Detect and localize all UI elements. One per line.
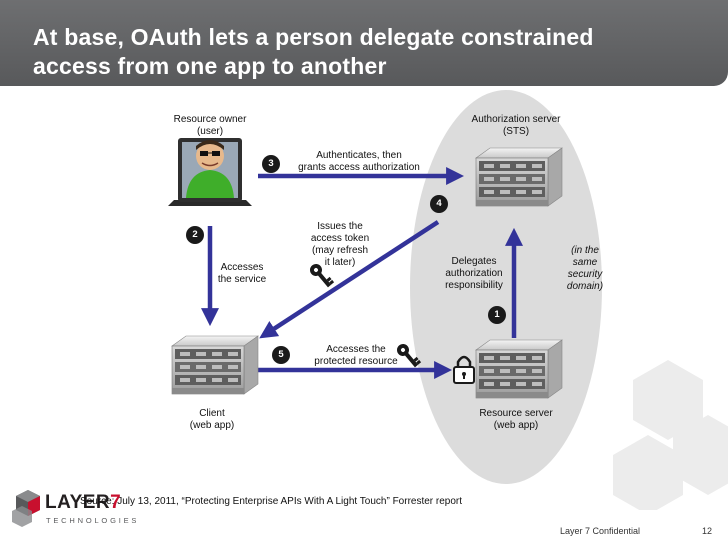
security-domain-note: (in the same security domain) [556, 245, 614, 293]
key-icon-token [310, 264, 335, 288]
step-4-text-line2: access token [310, 233, 370, 244]
domain-note-line3: security [567, 269, 603, 280]
logo-tagline: TECHNOLOGIES [46, 516, 140, 525]
padlock-icon [453, 355, 475, 384]
step-1-text-line3: responsibility [445, 280, 503, 291]
step-3-text-line2: grants access authorization [298, 162, 420, 173]
client-title: Client [199, 408, 225, 419]
confidential-footer: Layer 7 Confidential [560, 526, 641, 536]
client-subtitle: (web app) [189, 420, 235, 431]
key-icon-resource [397, 344, 422, 368]
step-1-text-line2: authorization [445, 268, 503, 279]
resource-server-title: Resource server [479, 408, 553, 419]
hexagon-pattern-decoration [613, 360, 728, 510]
step-2-text-line2: the service [217, 274, 267, 285]
person-icon [168, 138, 252, 206]
step-5-badge: 5 [272, 346, 290, 364]
resource-server-label: Resource server (web app) [466, 408, 566, 432]
step-2-badge: 2 [186, 226, 204, 244]
step-5-label: Accesses the protected resource [306, 344, 406, 368]
step-1-label: Delegates authorization responsibility [440, 256, 508, 292]
step-3-label: Authenticates, then grants access author… [288, 150, 430, 174]
step-5-text-line1: Accesses the [326, 344, 386, 355]
step-4-text-line4: it later) [324, 257, 356, 268]
auth-server-label: Authorization server (STS) [466, 114, 566, 138]
logo-word: LAYER [45, 492, 111, 513]
step-2-text-line1: Accesses [220, 262, 264, 273]
resource-server-icon [475, 339, 563, 399]
resource-owner-title: Resource owner [173, 114, 247, 125]
client-server-icon [171, 335, 259, 395]
slide-title-line2: access from one app to another [33, 53, 387, 79]
source-citation: Source: July 13, 2011, “Protecting Enter… [80, 496, 463, 507]
step-1-badge: 1 [488, 306, 506, 324]
step-3-text-line1: Authenticates, then [316, 150, 402, 161]
domain-note-line4: domain) [566, 281, 604, 292]
resource-server-subtitle: (web app) [493, 420, 539, 431]
step-4-badge: 4 [430, 195, 448, 213]
step-4-text-line3: (may refresh [311, 245, 369, 256]
layer7-logo-icon [12, 490, 40, 527]
client-label: Client (web app) [170, 408, 254, 432]
auth-server-icon [475, 147, 563, 207]
page-number: 12 [702, 526, 713, 536]
resource-owner-subtitle: (user) [196, 126, 224, 137]
logo-wordmark: LAYER7 [45, 492, 121, 514]
domain-note-line1: (in the [571, 245, 599, 256]
resource-owner-label: Resource owner (user) [168, 114, 252, 138]
step-4-text-line1: Issues the [317, 221, 363, 232]
step-1-text-line1: Delegates [451, 256, 497, 267]
arrow-step-4 [259, 220, 440, 339]
domain-note-line2: same [572, 257, 598, 268]
step-2-label: Accesses the service [212, 262, 272, 286]
step-3-badge: 3 [262, 155, 280, 173]
title-bar: At base, OAuth lets a person delegate co… [0, 0, 728, 86]
step-5-text-line2: protected resource [314, 356, 398, 367]
auth-server-title: Authorization server [471, 114, 561, 125]
logo-number: 7 [110, 492, 122, 513]
auth-server-subtitle: (STS) [502, 126, 530, 137]
slide-title-line1: At base, OAuth lets a person delegate co… [33, 24, 594, 50]
step-4-label: Issues the access token (may refresh it … [308, 221, 372, 269]
